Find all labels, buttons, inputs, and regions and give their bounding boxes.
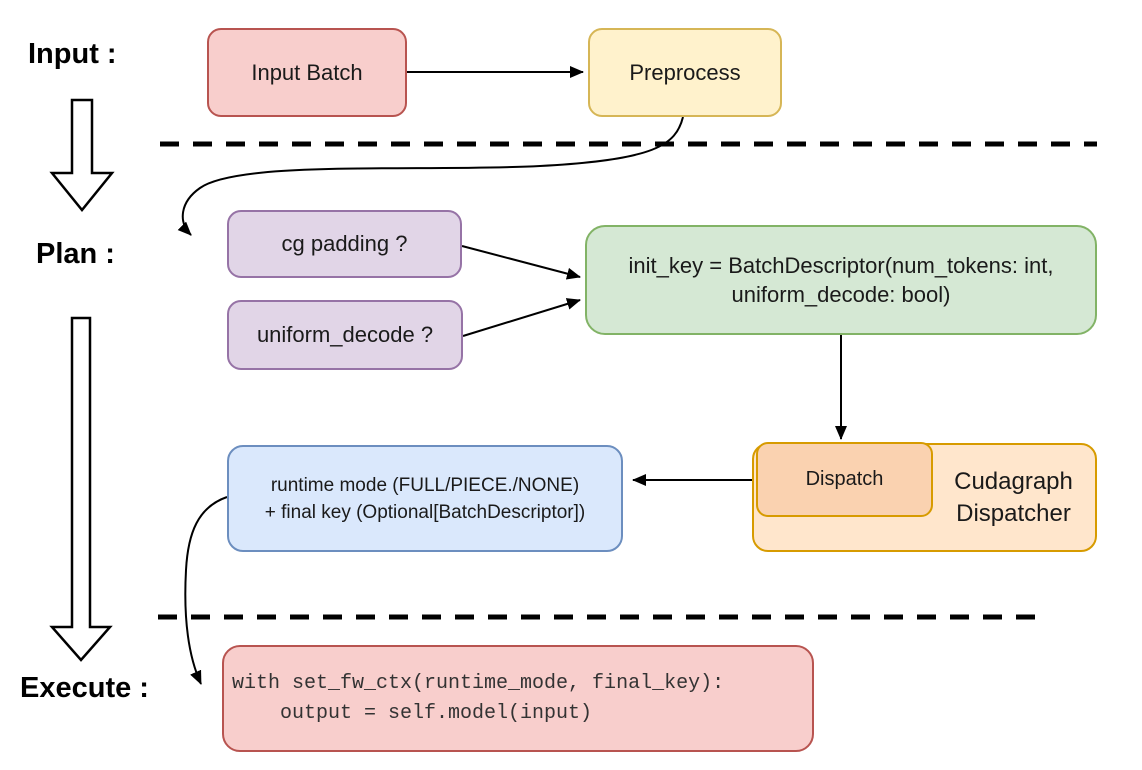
node-input-batch-label: Input Batch	[251, 59, 363, 85]
node-cudagraph-dispatcher-label: Cudagraph Dispatcher	[930, 443, 1097, 552]
cudagraph-label-line1: Cudagraph	[954, 467, 1073, 495]
node-execute-code: with set_fw_ctx(runtime_mode, final_key)…	[222, 645, 814, 752]
execute-code-line2: output = self.model(input)	[232, 701, 593, 725]
node-preprocess-label: Preprocess	[629, 59, 741, 85]
arrow-preprocess-to-cgpadding	[177, 116, 684, 236]
stage-arrow-input-to-plan-icon	[49, 98, 115, 212]
stage-label-plan: Plan :	[36, 238, 115, 270]
node-init-key: init_key = BatchDescriptor(num_tokens: i…	[585, 225, 1097, 335]
node-input-batch: Input Batch	[207, 28, 407, 117]
stage-label-input: Input :	[28, 38, 117, 70]
arrow-cgpadding-to-initkey	[461, 245, 581, 280]
cudagraph-label-line2: Dispatcher	[956, 499, 1071, 527]
stage-label-execute: Execute :	[20, 672, 149, 704]
arrow-runtimemode-to-execute	[184, 496, 228, 685]
arrow-uniformdecode-to-initkey	[462, 298, 581, 337]
node-cg-padding-label: cg padding ?	[281, 231, 408, 257]
node-runtime-mode: runtime mode (FULL/PIECE./NONE) + final …	[227, 445, 623, 552]
execute-code-line1: with set_fw_ctx(runtime_mode, final_key)…	[232, 671, 725, 695]
node-runtime-mode-line2: + final key (Optional[BatchDescriptor])	[264, 501, 586, 523]
node-init-key-line2: uniform_decode: bool)	[731, 282, 951, 307]
node-dispatch: Dispatch	[756, 442, 933, 517]
node-uniform-decode: uniform_decode ?	[227, 300, 463, 370]
node-uniform-decode-label: uniform_decode ?	[256, 322, 434, 348]
node-dispatch-label: Dispatch	[805, 468, 884, 490]
stage-arrow-plan-to-execute-icon	[49, 316, 113, 662]
node-cg-padding: cg padding ?	[227, 210, 462, 278]
node-init-key-line1: init_key = BatchDescriptor(num_tokens: i…	[628, 253, 1054, 278]
node-preprocess: Preprocess	[588, 28, 782, 117]
node-runtime-mode-line1: runtime mode (FULL/PIECE./NONE)	[270, 474, 580, 496]
